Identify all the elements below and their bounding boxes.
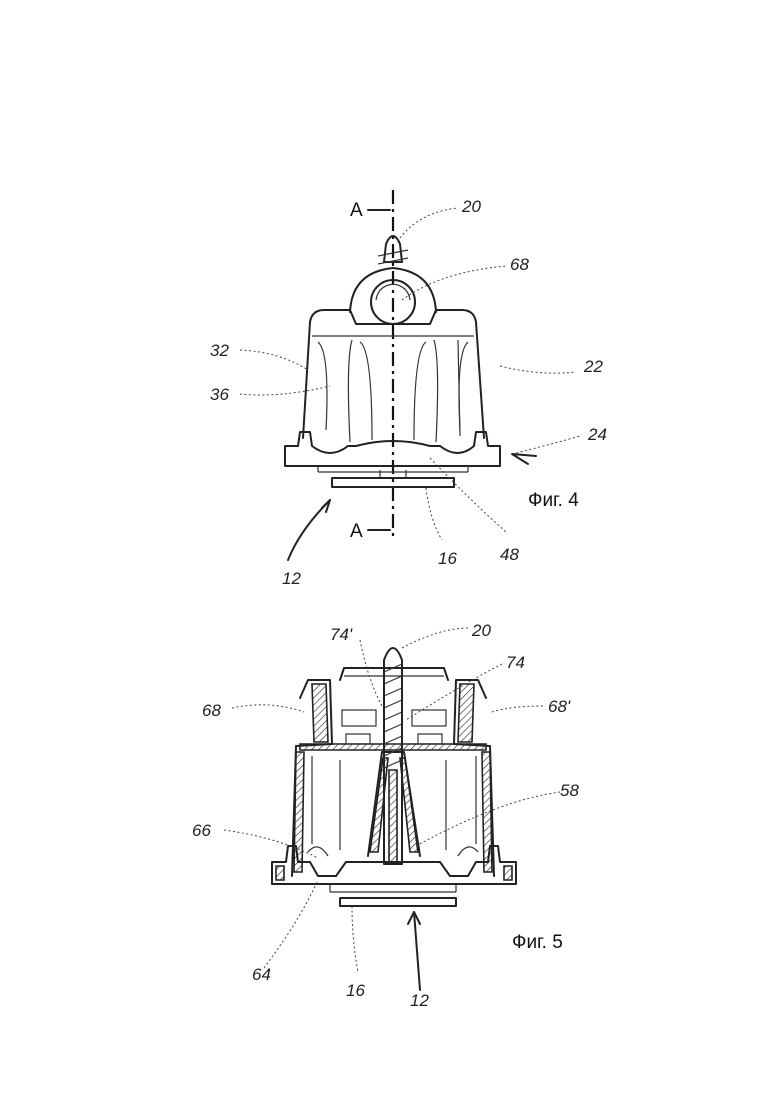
fig4-label-68: 68 <box>510 255 529 274</box>
fig5-top-cap <box>340 668 448 680</box>
fig4-section-mark-top: A <box>350 200 363 221</box>
fig5-label-12: 12 <box>410 991 429 1010</box>
fig5-label-66: 66 <box>192 821 211 840</box>
fig5-label-20: 20 <box>471 621 491 640</box>
fig5-inner-shelf <box>300 744 486 750</box>
fig4-label-20: 20 <box>461 197 481 216</box>
fig4-caption: Фиг. 4 <box>528 490 579 511</box>
fig5-label-68p: 68' <box>548 697 571 716</box>
fig4-label-24: 24 <box>587 425 607 444</box>
fig4-label-16: 16 <box>438 549 457 568</box>
fig5-label-74: 74 <box>506 653 525 672</box>
figure-4: A A <box>210 190 607 588</box>
fig4-label-12: 12 <box>282 569 301 588</box>
fig5-label-74p: 74' <box>330 625 353 644</box>
fig4-label-22: 22 <box>583 357 603 376</box>
fig5-caption: Фиг. 5 <box>512 932 563 953</box>
fig5-disc-16 <box>340 898 456 906</box>
fig4-label-36: 36 <box>210 385 229 404</box>
fig5-label-58: 58 <box>560 781 579 800</box>
fig5-label-68: 68 <box>202 701 221 720</box>
fig4-label-32: 32 <box>210 341 229 360</box>
fig5-label-16: 16 <box>346 981 365 1000</box>
fig4-section-mark-bottom: A <box>350 521 363 542</box>
fig4-label-48: 48 <box>500 545 519 564</box>
figure-5: 20 74' 74 68 68' 58 66 64 16 12 Фиг. 5 <box>192 621 579 1010</box>
fig5-label-64: 64 <box>252 965 271 984</box>
